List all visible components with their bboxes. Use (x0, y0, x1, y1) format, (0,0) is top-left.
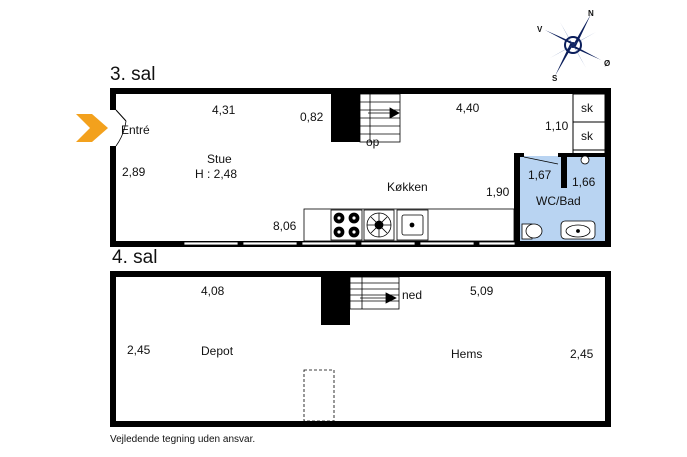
upper-left-wall-top (110, 88, 116, 110)
toilet-icon (521, 223, 543, 240)
upper-left-wall-bottom (110, 146, 116, 247)
compass-rose-icon (545, 14, 601, 76)
dim-upper-stair: 0,82 (300, 110, 324, 124)
compass-n: N (588, 9, 594, 18)
room-kitchen: Køkken (387, 180, 428, 194)
stove-icon (330, 209, 363, 241)
stair-up-icon (359, 93, 401, 143)
bath-top-wall-right (558, 153, 608, 157)
stair-down-label: ned (402, 288, 422, 302)
fan-icon (363, 209, 395, 241)
upper-windows (183, 241, 516, 246)
dim-bath-a: 1,67 (528, 168, 552, 182)
dim-upper-top-left: 4,31 (212, 103, 236, 117)
lower-walls (110, 271, 611, 427)
dim-lower-top-left: 4,08 (201, 284, 225, 298)
room-living: Stue (207, 152, 232, 166)
sink-icon (560, 220, 596, 240)
dim-lower-top-right: 5,09 (470, 284, 494, 298)
upper-bottom-wall (110, 241, 611, 247)
room-depot: Depot (201, 344, 234, 358)
upper-right-wall (605, 88, 611, 247)
dim-kitchen-side: 1,90 (486, 185, 510, 199)
stair-up-label: op (366, 135, 380, 149)
dim-upper-left: 2,89 (122, 165, 146, 179)
room-bath: WC/Bad (536, 194, 581, 208)
compass-o: Ø (604, 59, 610, 68)
compass-s: S (552, 74, 558, 83)
upper-top-wall (110, 88, 611, 94)
lower-stair-core (321, 277, 350, 325)
dim-kitchen-run: 8,06 (273, 219, 297, 233)
entry-label: Entré (121, 123, 150, 137)
skylight-outline (303, 369, 335, 422)
bath-top-wall-left (514, 153, 524, 157)
room-height: H : 2,48 (195, 167, 237, 181)
compass-v: V (537, 25, 543, 34)
dim-bath-b: 1,66 (572, 175, 596, 189)
lower-floor-title: 4. sal (112, 247, 157, 268)
shower-icon (580, 155, 590, 165)
room-hems: Hems (451, 347, 482, 361)
dim-lower-left: 2,45 (127, 343, 151, 357)
dim-closet: 1,10 (545, 119, 569, 133)
closet-label-2: sk (581, 129, 594, 143)
kitchen-sink-icon (396, 209, 429, 241)
dim-upper-top-right: 4,40 (456, 101, 480, 115)
bath-partition (561, 156, 567, 188)
entry-arrow-icon (76, 114, 108, 142)
stair-down-icon (349, 276, 400, 310)
bath-left-wall (514, 153, 520, 241)
bath-door (523, 156, 559, 165)
entry-door (115, 109, 127, 147)
stair-core (331, 94, 360, 142)
closet-label-1: sk (581, 101, 594, 115)
dim-lower-right: 2,45 (570, 347, 594, 361)
disclaimer: Vejledende tegning uden ansvar. (110, 434, 255, 445)
upper-floor-title: 3. sal (110, 64, 155, 85)
